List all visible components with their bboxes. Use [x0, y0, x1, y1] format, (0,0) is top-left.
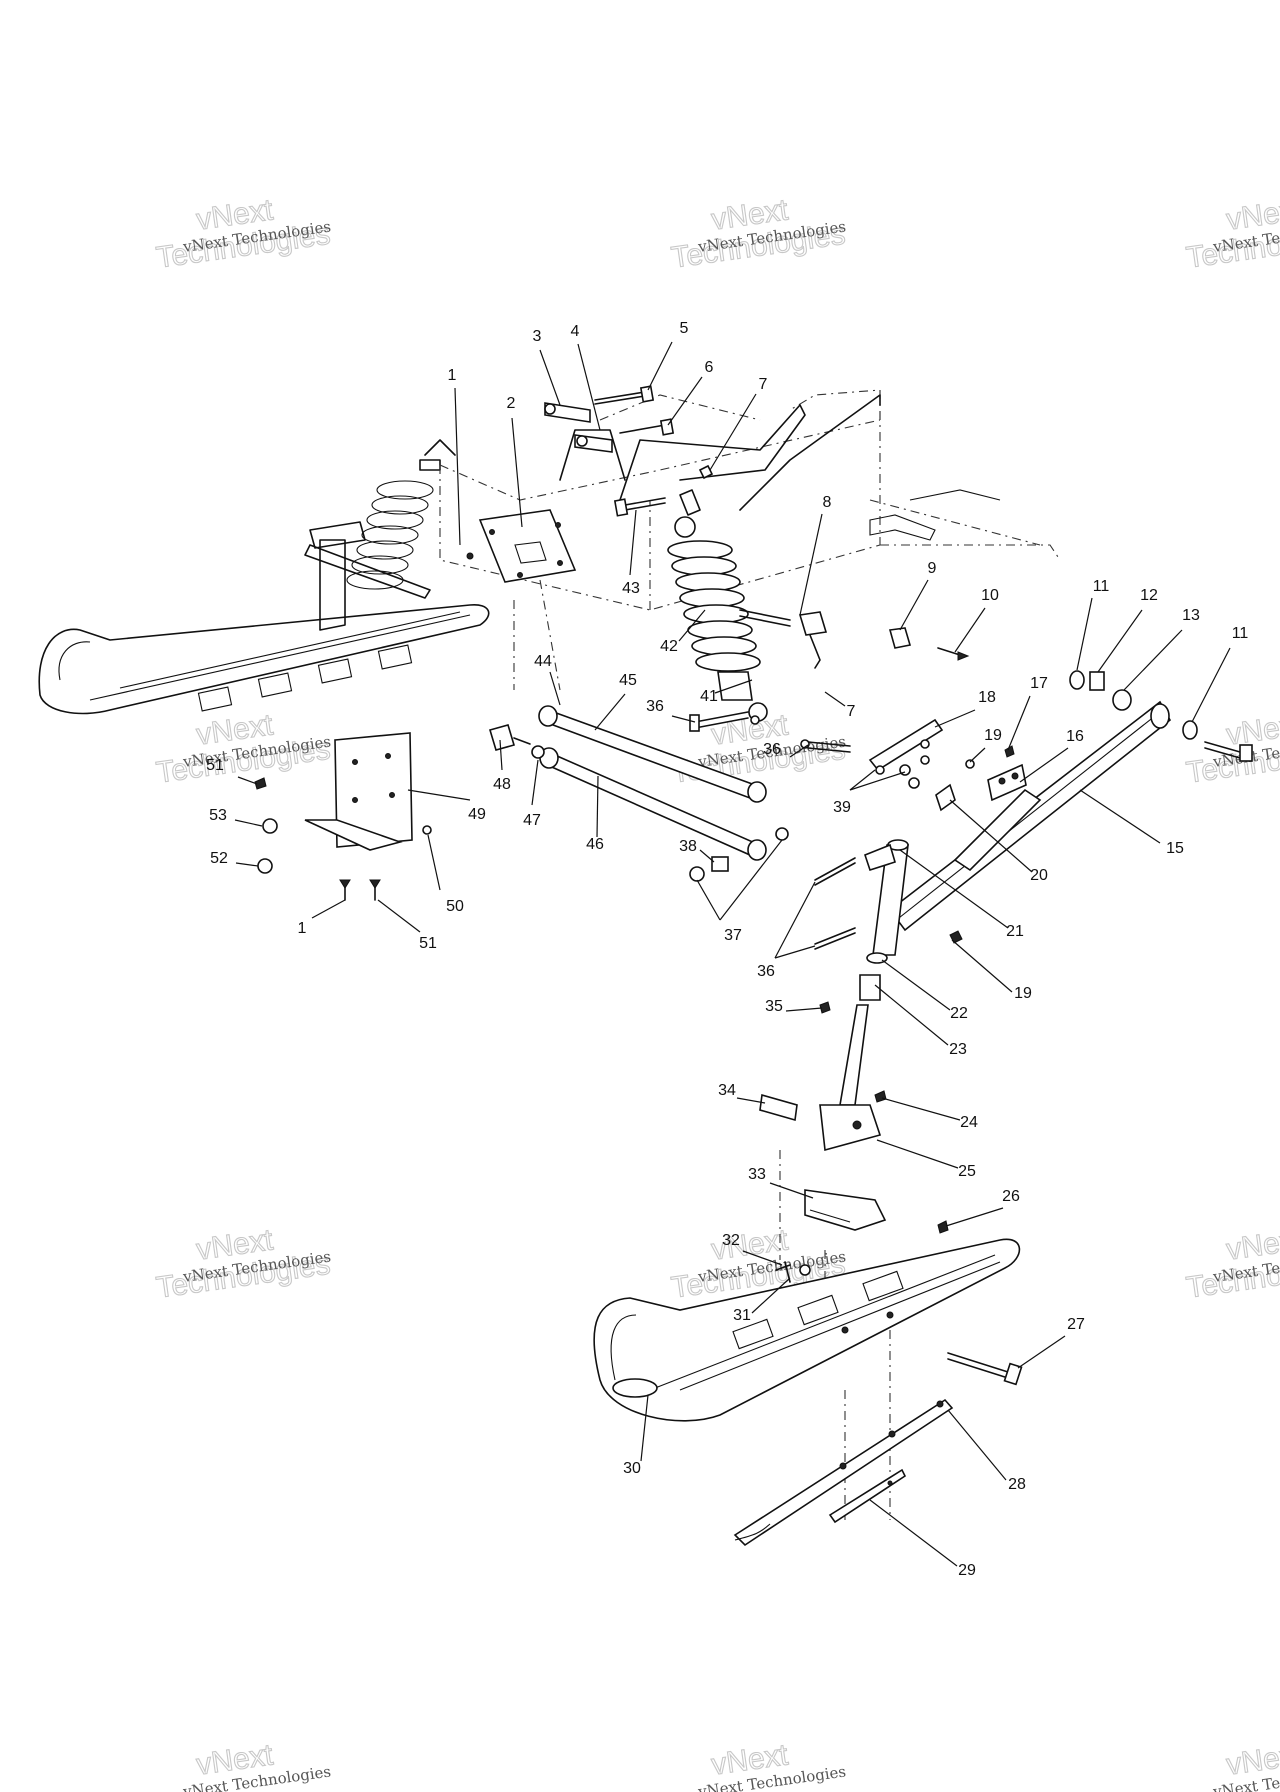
callout-5: 5 [680, 320, 689, 337]
shock-absorber-part-42 [667, 489, 768, 722]
callout-23: 23 [949, 1041, 967, 1058]
callout-4: 4 [571, 323, 580, 340]
callout-52: 52 [210, 850, 228, 867]
steering-linkage-parts-8-10 [739, 609, 970, 669]
callout-8: 8 [823, 494, 832, 511]
callout-25: 25 [958, 1163, 976, 1180]
callout-18: 18 [978, 689, 996, 706]
callout-34: 34 [718, 1082, 736, 1099]
callout-20: 20 [1030, 867, 1048, 884]
callout-7: 7 [759, 376, 768, 393]
callout-36: 36 [763, 741, 781, 758]
callout-1: 1 [298, 920, 307, 937]
callout-10: 10 [981, 587, 999, 604]
callout-7: 7 [847, 703, 856, 720]
chassis-frame-outline [439, 389, 1061, 1520]
callout-16: 16 [1066, 728, 1084, 745]
callout-31: 31 [733, 1307, 751, 1324]
callout-15: 15 [1166, 840, 1184, 857]
callout-48: 48 [493, 776, 511, 793]
callout-13: 13 [1182, 607, 1200, 624]
callout-9: 9 [928, 560, 937, 577]
callout-27: 27 [1067, 1316, 1085, 1333]
callout-33: 33 [748, 1166, 766, 1183]
callout-42: 42 [660, 638, 678, 655]
top-bolts-parts-5-6 [594, 385, 714, 480]
callout-26: 26 [1002, 1188, 1020, 1205]
bolt-part-43 [466, 497, 666, 560]
bushings-parts-11-13 [1069, 670, 1253, 762]
callout-45: 45 [619, 672, 637, 689]
callout-37: 37 [724, 927, 742, 944]
callout-30: 30 [623, 1460, 641, 1477]
bolts-parts-36-38 [689, 711, 856, 950]
callout-29: 29 [958, 1562, 976, 1579]
callout-12: 12 [1140, 587, 1158, 604]
callout-44: 44 [534, 653, 552, 670]
callout-38: 38 [679, 838, 697, 855]
callout-2: 2 [507, 395, 516, 412]
left-ski-assembly-illustration [38, 439, 490, 715]
callout-46: 46 [586, 836, 604, 853]
callout-36: 36 [646, 698, 664, 715]
callout-24: 24 [960, 1114, 978, 1131]
callout-leader-lines [234, 341, 1231, 1567]
callout-11: 11 [1093, 578, 1110, 595]
shock-links-parts-3-4 [544, 402, 613, 453]
callout-21: 21 [1006, 923, 1024, 940]
callout-32: 32 [722, 1232, 740, 1249]
mount-plate-part-2 [478, 509, 577, 583]
callout-49: 49 [468, 806, 486, 823]
callout-43: 43 [622, 580, 640, 597]
ski-bolt-part-27 [947, 1352, 1023, 1386]
ski-part-30 [593, 1220, 1021, 1422]
wear-bars-parts-28-29 [733, 1398, 954, 1547]
callout-1: 1 [448, 367, 457, 384]
ski-saddle-part-33 [804, 1189, 887, 1231]
callout-19: 19 [984, 727, 1002, 744]
callout-28: 28 [1008, 1476, 1026, 1493]
callout-36: 36 [757, 963, 775, 980]
callout-11: 11 [1232, 625, 1249, 642]
a-arm-part-15 [888, 700, 1172, 932]
callout-35: 35 [765, 998, 783, 1015]
callout-22: 22 [950, 1005, 968, 1022]
callout-39: 39 [833, 799, 851, 816]
callout-51: 51 [419, 935, 437, 952]
callout-17: 17 [1030, 675, 1048, 692]
callout-19: 19 [1014, 985, 1032, 1002]
callout-47: 47 [523, 812, 541, 829]
steering-bracket-part-49 [254, 732, 432, 901]
callout-3: 3 [533, 328, 542, 345]
callout-53: 53 [209, 807, 227, 824]
brackets-parts-16-21 [868, 718, 1027, 812]
callout-50: 50 [446, 898, 464, 915]
callout-41: 41 [700, 688, 718, 705]
callout-51: 51 [206, 757, 224, 774]
callout-6: 6 [705, 359, 714, 376]
